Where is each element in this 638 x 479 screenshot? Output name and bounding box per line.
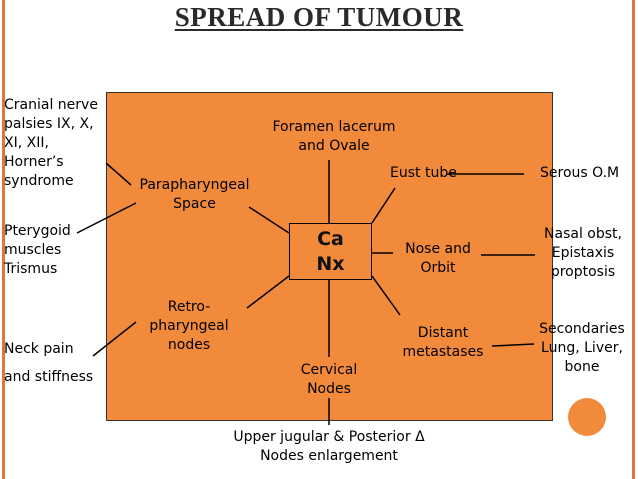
line-center-parapharyngeal bbox=[248, 206, 290, 234]
parapharyngeal-label: Parapharyngeal Space bbox=[136, 176, 253, 214]
page-title: SPREAD OF TUMOUR bbox=[174, 2, 464, 32]
parapharyngeal-line-2: Space bbox=[173, 196, 216, 212]
retro-line-3: nodes bbox=[167, 337, 211, 353]
cranial-line-4: Horner’s bbox=[4, 154, 64, 170]
retro-line-2: pharyngeal bbox=[149, 318, 229, 334]
serous-om-label: Serous O.M bbox=[540, 165, 620, 181]
cranial-line-3: XI, XII, bbox=[4, 135, 49, 151]
ca-nx-line1: Ca bbox=[317, 228, 344, 250]
distant-metastases-label: Distant metastases bbox=[392, 324, 494, 362]
cranial-nerve-label: Cranial nerve palsies IX, X, XI, XII, Ho… bbox=[4, 96, 98, 191]
neck-line-2: and stiffness bbox=[4, 369, 94, 385]
foramen-line-1: Foramen lacerum bbox=[272, 119, 396, 135]
upper-jugular-line-1: Upper jugular & Posterior Δ bbox=[233, 429, 425, 445]
neck-pain-label: Neck pain and stiffness bbox=[4, 335, 93, 391]
ca-nx-box: Ca Nx bbox=[289, 223, 372, 280]
line-center-retro bbox=[246, 275, 290, 309]
neck-line-1: Neck pain bbox=[4, 341, 74, 357]
line-neck bbox=[92, 321, 137, 357]
line-center-distant bbox=[371, 275, 401, 316]
ca-nx-line2: Nx bbox=[316, 253, 345, 275]
nasal-line-3: proptosis bbox=[550, 264, 616, 280]
cervical-line-2: Nodes bbox=[307, 381, 351, 397]
eust-tube-label: Eust tube bbox=[390, 165, 457, 181]
pterygoid-line-3: Trismus bbox=[4, 261, 58, 277]
left-accent-line bbox=[2, 0, 5, 479]
upper-jugular-line-2: Nodes enlargement bbox=[260, 448, 398, 464]
cranial-line-1: Cranial nerve bbox=[4, 97, 98, 113]
line-cranial bbox=[105, 162, 132, 186]
nasal-line-1: Nasal obst, bbox=[544, 226, 622, 242]
nose-orbit-line-1: Nose and bbox=[405, 241, 471, 257]
right-accent-line bbox=[632, 0, 635, 479]
upper-jugular-label: Upper jugular & Posterior Δ Nodes enlarg… bbox=[208, 428, 450, 466]
nose-orbit-label: Nose and Orbit bbox=[393, 240, 483, 278]
cervical-nodes-label: Cervical Nodes bbox=[286, 361, 372, 399]
nose-orbit-line-2: Orbit bbox=[420, 260, 456, 276]
parapharyngeal-line-1: Parapharyngeal bbox=[139, 177, 250, 193]
nasal-obst-label: Nasal obst, Epistaxis proptosis bbox=[534, 225, 632, 282]
secondaries-line-2: Lung, Liver, bbox=[541, 340, 623, 356]
retro-line-1: Retro- bbox=[167, 299, 211, 315]
distant-line-2: metastases bbox=[402, 344, 484, 360]
nasal-line-2: Epistaxis bbox=[551, 245, 615, 261]
cervical-line-1: Cervical bbox=[300, 362, 358, 378]
line-center-eust bbox=[371, 187, 396, 224]
cranial-line-5: syndrome bbox=[4, 173, 74, 189]
pterygoid-line-1: Pterygoid bbox=[4, 223, 71, 239]
secondaries-line-1: Secondaries bbox=[539, 321, 625, 337]
cranial-line-2: palsies IX, X, bbox=[4, 116, 94, 132]
decorative-circle bbox=[568, 398, 606, 436]
line-pterygoid bbox=[76, 202, 137, 234]
secondaries-label: Secondaries Lung, Liver, bone bbox=[531, 320, 633, 377]
foramen-label: Foramen lacerum and Ovale bbox=[259, 118, 409, 156]
foramen-line-2: and Ovale bbox=[298, 138, 370, 154]
retro-pharyngeal-label: Retro- pharyngeal nodes bbox=[138, 298, 240, 355]
secondaries-line-3: bone bbox=[564, 359, 600, 375]
distant-line-1: Distant bbox=[417, 325, 469, 341]
pterygoid-line-2: muscles bbox=[4, 242, 62, 258]
pterygoid-label: Pterygoid muscles Trismus bbox=[4, 222, 71, 279]
line-secondaries bbox=[491, 343, 535, 347]
